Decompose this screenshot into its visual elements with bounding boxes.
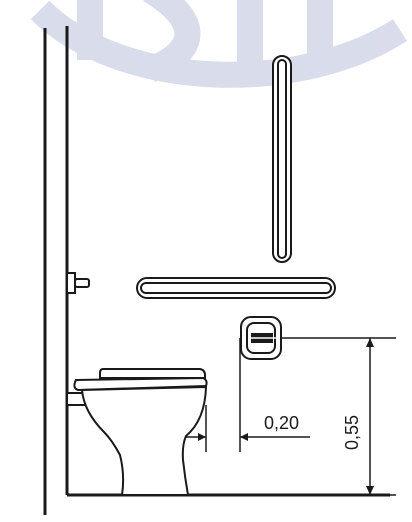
toilet-bowl xyxy=(80,385,208,496)
dimension-horizontal xyxy=(186,338,310,452)
toilet-lid xyxy=(99,368,206,379)
dimension-horizontal-label: 0,20 xyxy=(264,413,299,433)
horizontal-grab-bar xyxy=(136,277,336,299)
flush-valve xyxy=(66,272,90,294)
vertical-grab-bar xyxy=(272,55,292,263)
toilet xyxy=(66,368,208,496)
dimension-vertical-label: 0,55 xyxy=(342,415,362,450)
dimension-vertical xyxy=(281,337,396,496)
toilet-paper-holder xyxy=(240,316,282,360)
watermark-logo xyxy=(30,0,408,88)
walls xyxy=(43,26,390,515)
